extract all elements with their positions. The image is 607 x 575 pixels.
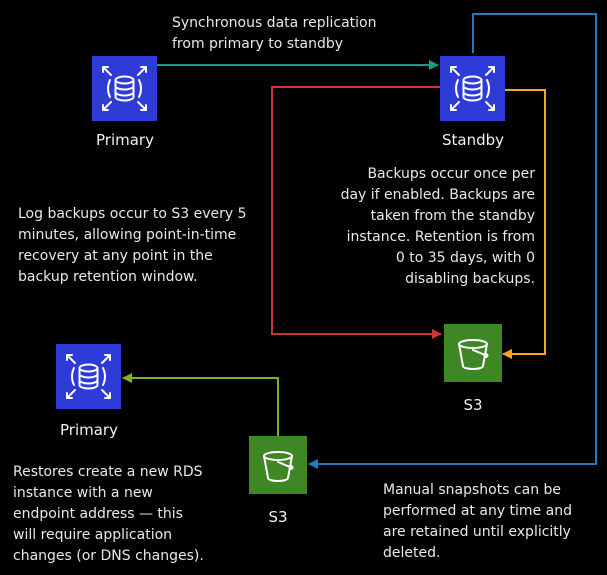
primary-rds-icon[interactable] [92, 56, 157, 121]
restores-note: Restores create a new RDS instance with … [13, 464, 204, 564]
standby-rds-icon[interactable] [440, 56, 505, 121]
backup-arrow-red [271, 86, 442, 339]
s3-snapshot-bucket-icon[interactable] [249, 436, 307, 494]
backup-arrow-orange [502, 89, 546, 359]
s3-backup-bucket-icon[interactable] [444, 324, 502, 382]
restore-arrow-green [122, 373, 279, 436]
primary-label: Primary [96, 131, 154, 149]
restored-primary-label: Primary [60, 421, 118, 439]
restored-primary-rds-icon[interactable] [56, 344, 121, 409]
standby-label: Standby [441, 131, 505, 149]
replication-note: Synchronous data replication from primar… [172, 15, 377, 52]
snapshots-note: Manual snapshots can be performed at any… [383, 482, 572, 561]
s3-backup-label: S3 [463, 396, 483, 414]
log-backups-note: Log backups occur to S3 every 5 minutes,… [18, 206, 247, 285]
s3-snapshot-label: S3 [268, 508, 288, 526]
backups-note: Backups occur once per day if enabled. B… [340, 166, 535, 287]
snapshot-arrow-blue [308, 13, 597, 469]
